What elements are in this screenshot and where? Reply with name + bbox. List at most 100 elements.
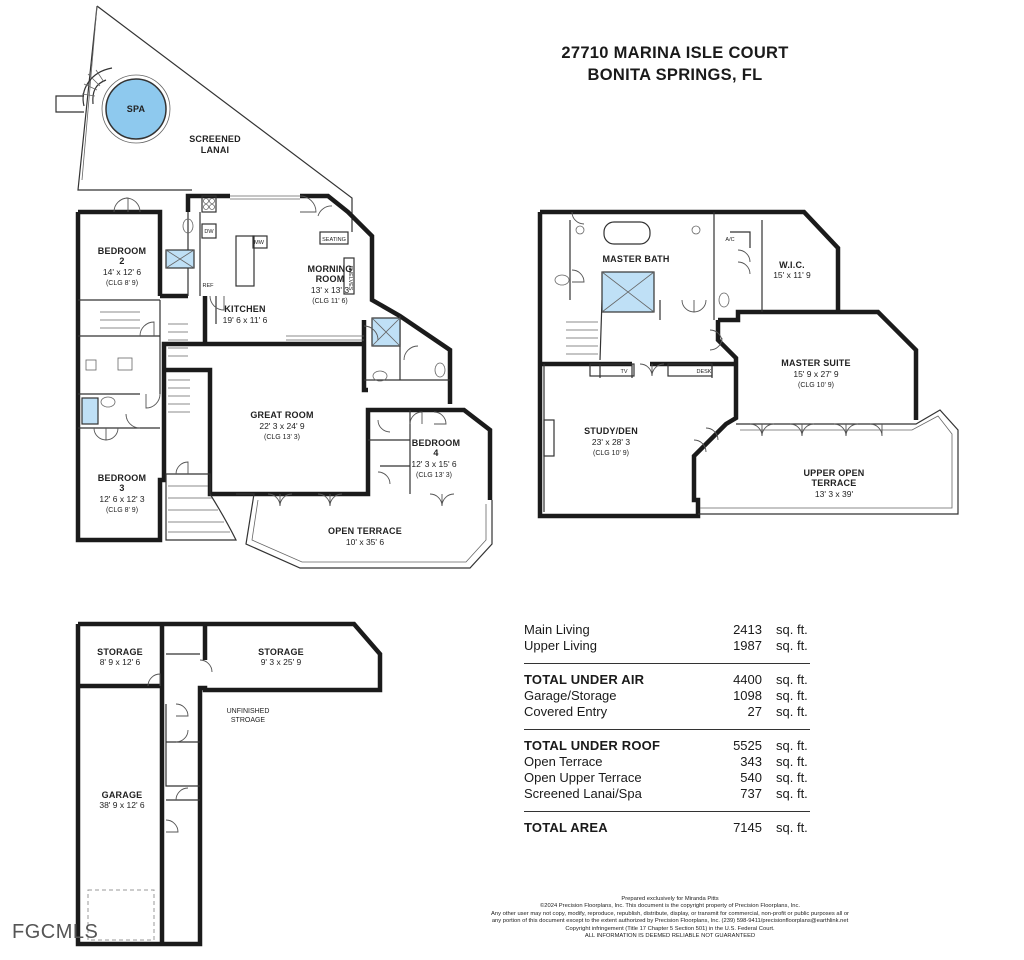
sqft-row-open-terrace: Open Terrace 343 sq. ft. — [524, 754, 814, 770]
bedroom3-ceiling: (CLG 8' 9) — [106, 507, 138, 514]
sqft-divider — [524, 811, 810, 812]
study-label: STUDY/DEN — [584, 426, 638, 436]
sqft-label: Upper Living — [524, 638, 597, 653]
sqft-unit: sq. ft. — [776, 622, 808, 637]
sqft-label: TOTAL AREA — [524, 820, 608, 835]
address-line-1: 27710 MARINA ISLE COURT — [561, 44, 789, 62]
sqft-row-garage-storage: Garage/Storage 1098 sq. ft. — [524, 688, 814, 704]
sqft-row-total-area: TOTAL AREA 7145 sq. ft. — [524, 820, 814, 836]
sqft-unit: sq. ft. — [776, 672, 808, 687]
sqft-label: Covered Entry — [524, 704, 608, 719]
spa-tub — [105, 78, 167, 140]
refrigerator-label: REF — [203, 283, 215, 289]
open-terrace-label: OPEN TERRACE — [328, 526, 402, 536]
open-terrace-dims: 10' x 35' 6 — [346, 537, 384, 547]
upper-terrace-label-2: TERRACE — [812, 478, 857, 488]
sqft-row-total-under-air: TOTAL UNDER AIR 4400 sq. ft. — [524, 672, 814, 688]
sqft-label: TOTAL UNDER AIR — [524, 672, 645, 687]
screened-lanai-outline — [77, 5, 353, 232]
sqft-value: 5525 — [733, 738, 762, 753]
sqft-unit: sq. ft. — [776, 704, 808, 719]
bedroom4-ceiling: (CLG 13' 3) — [416, 472, 452, 479]
garage-dims: 38' 9 x 12' 6 — [99, 800, 145, 810]
sqft-label: TOTAL UNDER ROOF — [524, 738, 661, 753]
bedroom2-number: 2 — [119, 256, 124, 266]
bedroom2-label: BEDROOM — [98, 246, 146, 256]
sqft-unit: sq. ft. — [776, 688, 808, 703]
bedroom2-dims: 14' x 12' 6 — [103, 267, 141, 277]
footer-line-4: any portion of this document except to t… — [491, 918, 849, 925]
upper-terrace-dims: 13' 3 x 39' — [815, 489, 854, 499]
wic-label: W.I.C. — [779, 260, 805, 270]
open-terrace-outline — [236, 493, 493, 569]
copyright-footer: Prepared exclusively for Miranda Pitts ©… — [470, 896, 870, 940]
desk-label: DESK — [697, 369, 712, 375]
main-floor-walls — [75, 193, 493, 543]
master-bath-label: MASTER BATH — [602, 254, 669, 264]
sqft-row-open-upper-terrace: Open Upper Terrace 540 sq. ft. — [524, 770, 814, 786]
sqft-unit: sq. ft. — [776, 638, 808, 653]
storage2-label: STORAGE — [258, 647, 304, 657]
great-room-ceiling: (CLG 13' 3) — [264, 434, 300, 441]
unfinished-storage-label-2: STROAGE — [231, 717, 266, 724]
kitchen-island — [235, 235, 255, 287]
sqft-value: 4400 — [733, 672, 762, 687]
sqft-label: Garage/Storage — [524, 688, 617, 703]
sqft-unit: sq. ft. — [776, 754, 808, 769]
master-suite-ceiling: (CLG 10' 9) — [798, 382, 834, 389]
morning-room-dims: 13' x 13' 3 — [311, 285, 349, 295]
study-dims: 23' x 28' 3 — [592, 437, 630, 447]
address-line-2: BONITA SPRINGS, FL — [587, 66, 763, 84]
sqft-value: 540 — [740, 770, 762, 785]
sqft-value: 737 — [740, 786, 762, 801]
storage2-dims: 9' 3 x 25' 9 — [261, 657, 302, 667]
upper-terrace-label: UPPER OPEN — [803, 468, 864, 478]
footer-disclaimer: ALL INFORMATION IS DEEMED RELIABLE NOT G… — [584, 933, 756, 940]
microwave-label: MW — [254, 240, 265, 246]
upper-floor-plan: MASTER BATH A/C W.I.C. 15' x 11' 9 MASTE… — [537, 209, 959, 519]
screened-lanai-label: SCREENED — [189, 134, 241, 144]
master-suite-dims: 15' 9 x 27' 9 — [793, 369, 839, 379]
bedroom4-label: BEDROOM — [412, 438, 460, 448]
sqft-value: 7145 — [733, 820, 762, 835]
great-room-label: GREAT ROOM — [250, 410, 313, 420]
spiral-stair — [55, 67, 113, 113]
sqft-row-upper-living: Upper Living 1987 sq. ft. — [524, 638, 814, 654]
footer-line-5: Copyright infringement (Title 17 Chapter… — [565, 925, 775, 932]
dishwasher-label: DW — [204, 229, 214, 235]
square-footage-table: Main Living 2413 sq. ft. Upper Living 19… — [524, 622, 814, 836]
sqft-unit: sq. ft. — [776, 770, 808, 785]
ac-label: A/C — [725, 237, 734, 243]
kitchen-dims: 19' 6 x 11' 6 — [223, 315, 268, 325]
morning-room-label-2: ROOM — [316, 274, 345, 284]
bedroom2-ceiling: (CLG 8' 9) — [106, 280, 138, 287]
garage-label: GARAGE — [102, 790, 143, 800]
seating-label: SEATING — [322, 237, 346, 243]
bedroom3-label: BEDROOM — [98, 473, 146, 483]
wic-dims: 15' x 11' 9 — [773, 270, 811, 280]
morning-room-ceiling: (CLG 11' 6) — [312, 298, 347, 305]
sqft-value: 2413 — [733, 622, 762, 637]
sqft-divider — [524, 663, 810, 664]
sqft-row-screened-lanai: Screened Lanai/Spa 737 sq. ft. — [524, 786, 814, 802]
bedroom3-dims: 12' 6 x 12' 3 — [99, 494, 145, 504]
main-floor-plan: SPA SCREENED LANAI BEDROOM 2 14' x 12' 6… — [55, 5, 493, 569]
sqft-label: Open Terrace — [524, 754, 603, 769]
shelves-label: SHELVES — [347, 266, 353, 291]
morning-room-label: MORNING — [308, 264, 353, 274]
master-tub — [603, 221, 651, 245]
sqft-label: Main Living — [524, 622, 590, 637]
upper-floor-walls — [537, 209, 919, 519]
screened-lanai-label-2: LANAI — [201, 145, 230, 155]
footer-copyright: ©2024 Precision Floorplans, Inc. This do… — [540, 903, 800, 910]
entry-stair — [165, 473, 237, 541]
property-address: 27710 MARINA ISLE COURT BONITA SPRINGS, … — [520, 42, 830, 86]
sqft-unit: sq. ft. — [776, 786, 808, 801]
sqft-value: 343 — [740, 754, 762, 769]
footer-line-3: Any other user may not copy, modify, rep… — [491, 910, 849, 917]
sqft-value: 1987 — [733, 638, 762, 653]
study-ceiling: (CLG 10' 9) — [593, 450, 629, 457]
sqft-label: Screened Lanai/Spa — [524, 786, 642, 801]
sqft-row-total-under-roof: TOTAL UNDER ROOF 5525 sq. ft. — [524, 738, 814, 754]
